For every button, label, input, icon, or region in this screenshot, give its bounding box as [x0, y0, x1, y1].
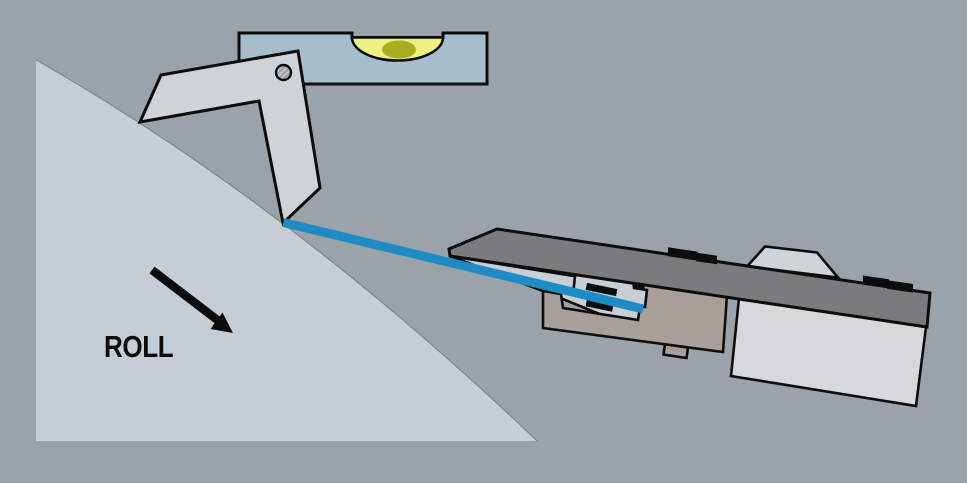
roll-arrow-head [210, 312, 233, 333]
rail-clip-right-a [863, 275, 889, 289]
roll-label: ROLL [104, 329, 174, 364]
bevel-gauge [137, 49, 322, 226]
rail-clip-left-b [696, 252, 717, 265]
device-rail [447, 227, 932, 329]
rail-clip-right-b [887, 280, 913, 293]
slope-hill [36, 60, 537, 441]
roll-arrow-shaft [149, 266, 223, 326]
level-bubble [382, 40, 416, 59]
cleat-grip-upper [585, 282, 618, 297]
cleat-grip-lower [585, 299, 614, 312]
string-line [282, 218, 645, 314]
bevel-pivot [274, 63, 293, 82]
rail-clip-left-a [668, 247, 698, 261]
